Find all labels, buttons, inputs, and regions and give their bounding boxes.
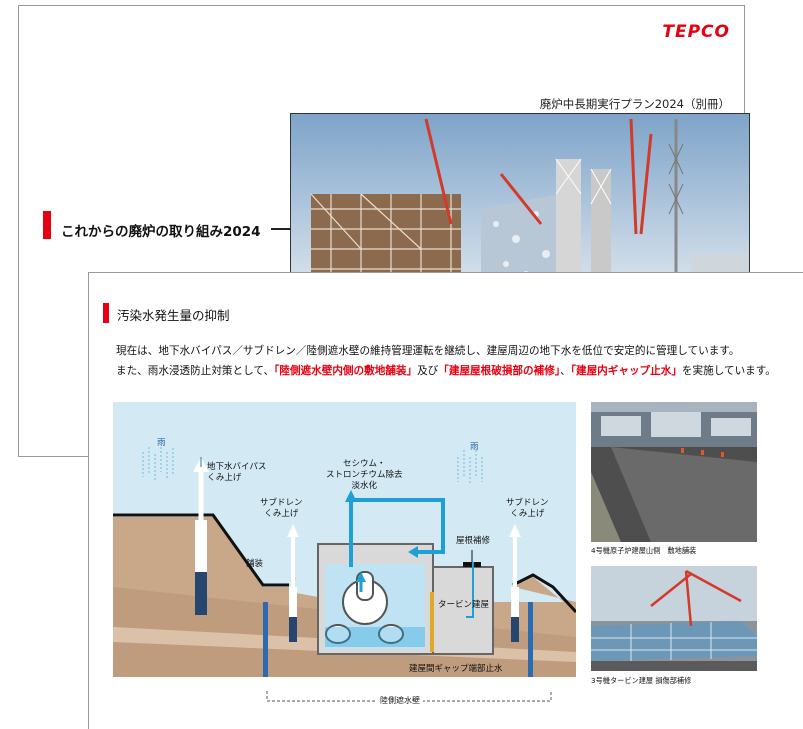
- para2-text-a: また、雨水浸透防止対策として、: [116, 365, 275, 377]
- cover-title-rule: [271, 228, 291, 230]
- highlight-paving: 「陸側遮水壁内側の敷地舗装」: [274, 365, 418, 377]
- cover-title: これからの廃炉の取り組み2024: [61, 224, 261, 240]
- paving-label: 舗装: [246, 559, 264, 569]
- tepco-logo: TEPCO: [662, 22, 730, 42]
- para2-text-b: 及び: [417, 365, 439, 377]
- highlight-gap-seal: 「建屋内ギャップ止水」: [570, 365, 682, 377]
- photo-roof-repair-caption: 3号機タービン建屋 損傷部補修: [591, 676, 692, 685]
- groundwater-diagram: 雨 雨 地下水バイパス くみ上げ セシウム・ ストロンチウム除去 淡水化 屋根補…: [113, 402, 576, 677]
- rain-label-left: 雨: [157, 438, 166, 448]
- turbine-building-label: タービン建屋: [438, 600, 490, 610]
- cover-title-marker: [43, 211, 51, 239]
- photo-paving: [591, 402, 757, 542]
- rain-label-right: 雨: [470, 442, 479, 452]
- para2-text-c: 、: [560, 365, 571, 377]
- plan-title: 廃炉中長期実行プラン2024（別冊）: [539, 97, 730, 111]
- paragraph-1: 現在は、地下水バイパス／サブドレン／陸側遮水壁の維持管理運転を継続し、建屋周辺の…: [116, 345, 740, 357]
- section-title: 汚染水発生量の抑制: [117, 308, 230, 323]
- content-slide: 汚染水発生量の抑制 現在は、地下水バイパス／サブドレン／陸側遮水壁の維持管理運転…: [88, 272, 803, 729]
- section-marker: [103, 303, 109, 323]
- subdrain-label-left: サブドレン くみ上げ: [260, 498, 303, 519]
- subdrain-label-right: サブドレン くみ上げ: [506, 498, 549, 519]
- para2-text-d: を実施しています。: [681, 365, 776, 377]
- photo-roof-repair: [591, 566, 757, 671]
- gap-seal-label: 建屋間ギャップ端部止水: [409, 664, 503, 674]
- photo-paving-caption: 4号機原子炉建屋山側 敷地舗装: [591, 546, 697, 555]
- cesium-removal-label: セシウム・ ストロンチウム除去 淡水化: [326, 459, 403, 491]
- bypass-label: 地下水バイパス くみ上げ: [207, 462, 267, 483]
- land-side-wall-label: 陸側遮水壁: [377, 695, 423, 706]
- highlight-roof-repair: 「建屋屋根破損部の補修」: [438, 365, 561, 377]
- roof-repair-label: 屋根補修: [456, 536, 491, 546]
- paragraph-2: また、雨水浸透防止対策として、「陸側遮水壁内側の敷地舗装」及び「建屋屋根破損部の…: [116, 363, 776, 378]
- cover-photo: [290, 113, 750, 285]
